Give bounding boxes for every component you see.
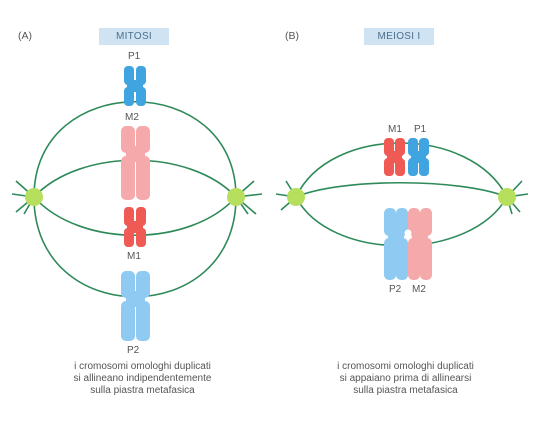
chiasma-small [402,153,410,161]
panel-a-caption-line-2: si allineano indipendentemente [73,373,212,384]
chromosome-m2-meiosis [408,208,432,280]
label-m2-mitosis: M2 [125,112,139,123]
chromosome-m1-mitosis [124,207,146,247]
panel-b-caption: i cromosomi omologhi duplicati si appaia… [318,361,493,397]
meiosis-spindle-inner [295,182,508,198]
panel-b-caption-line-2: si appaiano prima di allinearsi [339,373,472,384]
label-p2-meiosis: P2 [389,284,402,295]
panel-a-caption-line-3: sulla piastra metafasica [90,385,195,396]
label-p2-mitosis: P2 [127,345,140,356]
chromosome-p2-mitosis [121,271,150,341]
mitosis-pole-left [25,188,43,206]
mitosis-pole-right [227,188,245,206]
chromosome-m1-meiosis [384,138,405,176]
panel-a-caption: i cromosomi omologhi duplicati si alline… [55,361,230,397]
label-m1-mitosis: M1 [127,251,141,262]
chromosome-p1-meiosis [408,138,429,176]
label-m2-meiosis: M2 [412,284,426,295]
label-p1-mitosis: P1 [128,51,141,62]
chromosome-m2-mitosis [121,126,150,200]
panel-b-caption-line-1: i cromosomi omologhi duplicati [337,361,474,372]
panel-b-title: MEIOSI I [364,28,434,45]
panel-b-caption-line-3: sulla piastra metafasica [353,385,458,396]
panel-a-caption-line-1: i cromosomi omologhi duplicati [74,361,211,372]
chromosome-p2-meiosis [384,208,408,280]
meiosis-pole-right [498,188,516,206]
meiosis-pole-left [287,188,305,206]
mitosis-spindle-inner-bottom [33,196,237,237]
panel-a-title: MITOSI [99,28,169,45]
label-m1-meiosis: M1 [388,124,402,135]
label-p1-meiosis: P1 [414,124,427,135]
panel-a-letter: (A) [18,30,32,42]
chromosome-p1-mitosis [124,66,146,106]
panel-b-letter: (B) [285,30,299,42]
chiasma-large [404,229,412,237]
mitosis-spindle-outer-top [33,100,237,198]
